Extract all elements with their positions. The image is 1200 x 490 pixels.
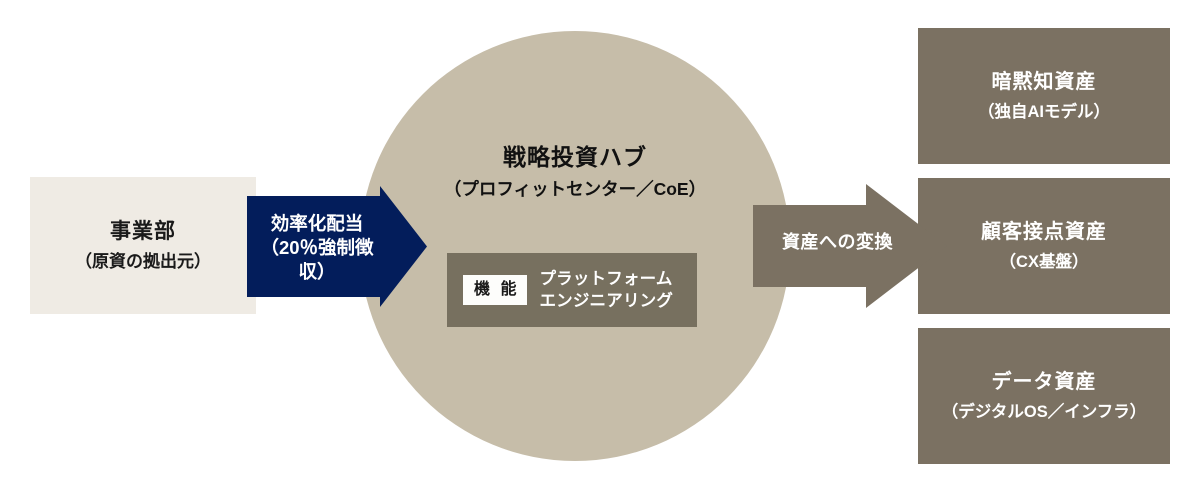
hub-title: 戦略投資ハブ xyxy=(503,144,647,170)
hub-function-bar: 機 能 プラットフォーム エンジニアリング xyxy=(447,253,697,327)
hub-function-chip: 機 能 xyxy=(463,275,528,305)
source-box-title: 事業部 xyxy=(110,219,176,243)
conversion-arrow xyxy=(753,184,947,308)
source-box-content: 事業部 （原資の拠出元） xyxy=(30,177,256,314)
asset-box-subtitle: （デジタルOS／インフラ） xyxy=(941,402,1147,421)
asset-box-title: 暗黙知資産 xyxy=(991,70,1097,93)
asset-box-subtitle: （独自AIモデル） xyxy=(978,102,1110,121)
hub-function-label-line1: プラットフォーム xyxy=(539,269,673,288)
source-box-business-unit: 事業部 （原資の拠出元） xyxy=(30,177,256,314)
strategic-investment-hub-circle xyxy=(360,31,790,461)
hub-function-label-line2: エンジニアリング xyxy=(539,292,674,310)
allocation-arrow xyxy=(247,186,427,307)
hub-function-label: プラットフォーム エンジニアリング xyxy=(539,268,673,313)
asset-box-customer-touchpoint: 顧客接点資産 （CX基盤） xyxy=(918,178,1170,314)
asset-box-title: データ資産 xyxy=(991,370,1097,393)
asset-box-title: 顧客接点資産 xyxy=(981,220,1107,243)
asset-box-data-asset: データ資産 （デジタルOS／インフラ） xyxy=(918,328,1170,464)
source-box-subtitle: （原資の拠出元） xyxy=(75,252,211,272)
hub-subtitle: （プロフィットセンター／CoE） xyxy=(443,178,707,199)
asset-box-tacit-knowledge: 暗黙知資産 （独自AIモデル） xyxy=(918,28,1170,164)
asset-box-subtitle: （CX基盤） xyxy=(999,252,1089,271)
hub-text-block: 戦略投資ハブ （プロフィットセンター／CoE） xyxy=(395,143,755,201)
